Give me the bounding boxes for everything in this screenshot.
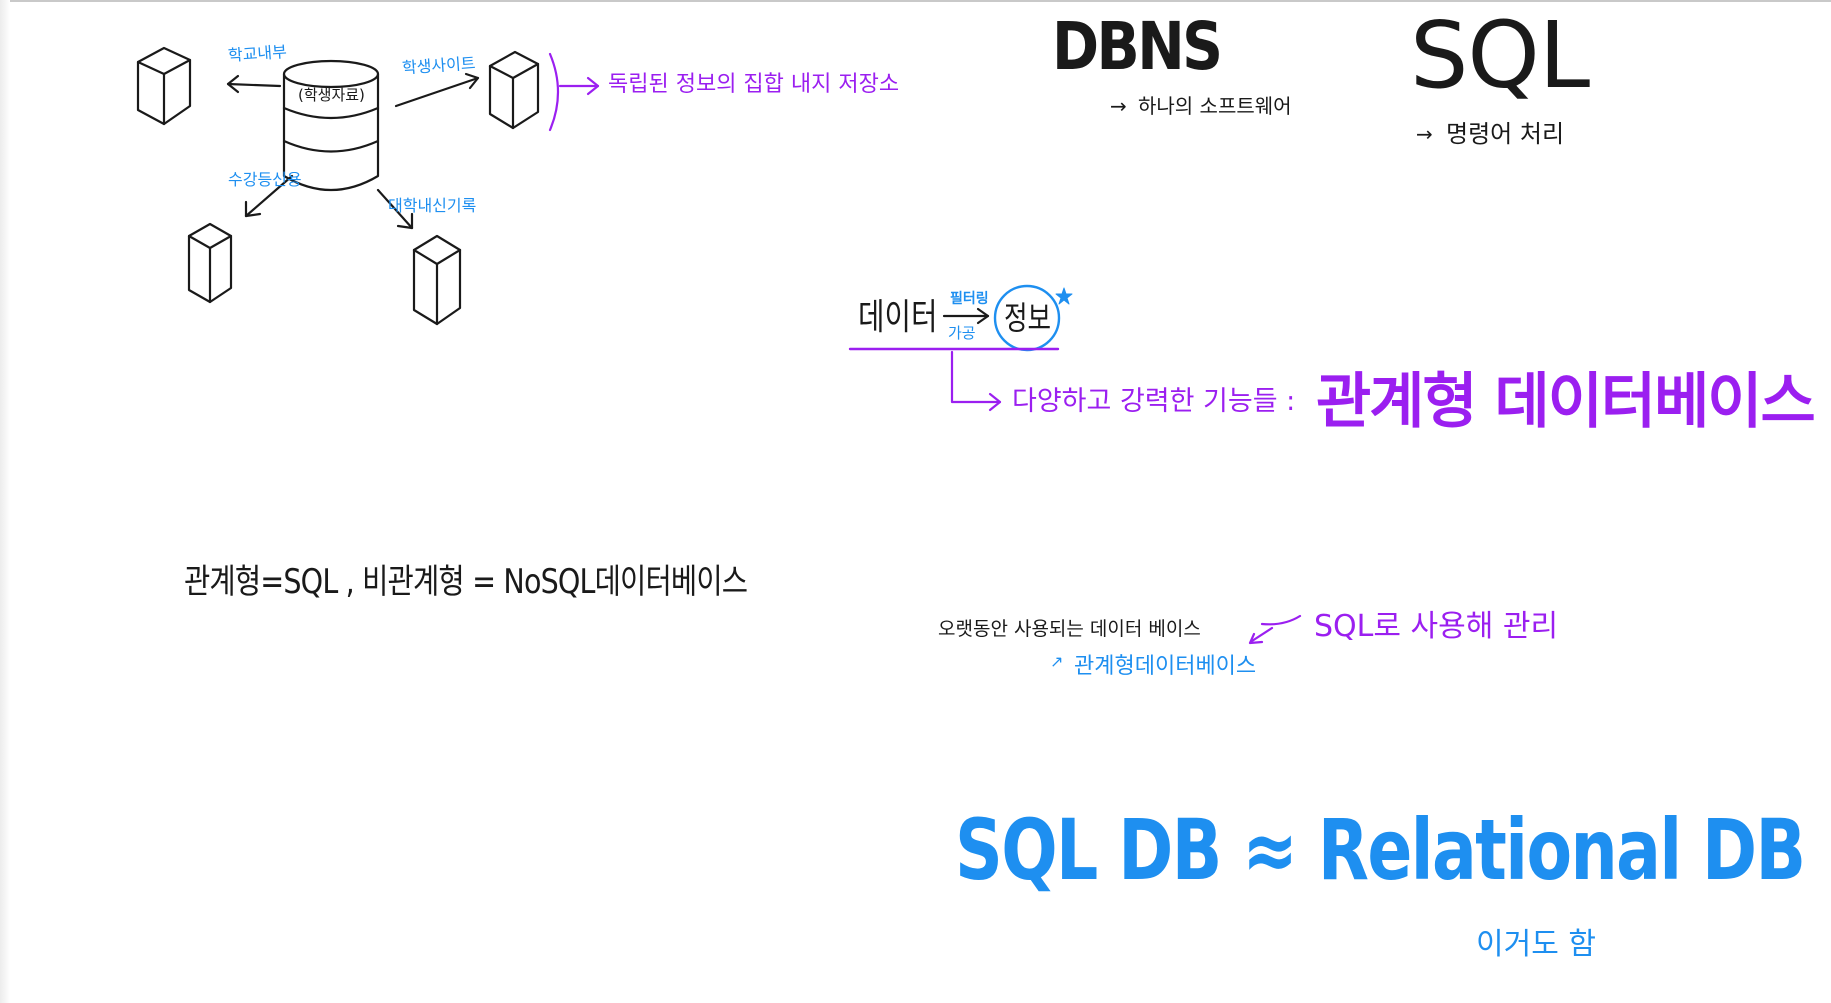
top-border [0,0,1831,2]
star-icon [1055,287,1073,305]
dbms-description-arrow-icon: → [1110,94,1127,118]
arrow-bottom-right [376,188,414,230]
arrow-label-processing: 가공 [948,324,976,342]
box-icon-top-right [488,50,540,130]
dbms-description: 하나의 소프트웨어 [1138,94,1292,118]
box-icon-bottom-left [187,222,233,304]
sql-relational-equivalence: SQL DB ≈ Relational DB [955,801,1806,899]
arrow-bottom-left [244,174,294,218]
data-label: 데이터 [858,297,938,338]
left-edge-shadow [0,0,10,1003]
box-icon-bottom-right [412,234,462,326]
arrow-label-filtering: 필터링 [950,291,989,307]
dbms-title: DBNS [1052,8,1223,85]
note-side: SQL로 사용해 관리 [1314,609,1559,644]
sql-description: 명령어 처리 [1446,120,1565,148]
note-line-1: 오랫동안 사용되는 데이터 베이스 [938,618,1201,640]
label-bottom-right: 대학내신기록 [388,196,477,215]
box-icon-top-left [136,46,192,126]
sql-title: SQL [1410,2,1590,109]
relational-db-highlight: 관계형 데이터베이스 [1316,367,1816,437]
sql-nosql-equation: 관계형=SQL , 비관계형 = NoSQL데이터베이스 [184,562,748,602]
result-arrow [950,350,1002,404]
bracket-brace [548,52,560,132]
db-label: (학생자료) [298,86,365,104]
label-bottom-left: 수강등신용 [228,170,302,189]
note-line-2: 관계형데이터베이스 [1074,654,1257,679]
footnote: 이거도 함 [1476,927,1596,962]
sql-description-arrow-icon: → [1416,122,1433,146]
info-label: 정보 [1004,299,1052,337]
result-description: 다양하고 강력한 기능들 : [1012,386,1296,417]
arrow-top-left [226,74,282,94]
note-arrow-icon: ↗ [1050,652,1064,671]
db-definition: 독립된 정보의 집합 내지 저장소 [608,72,900,97]
arrow-top-right [394,72,480,108]
